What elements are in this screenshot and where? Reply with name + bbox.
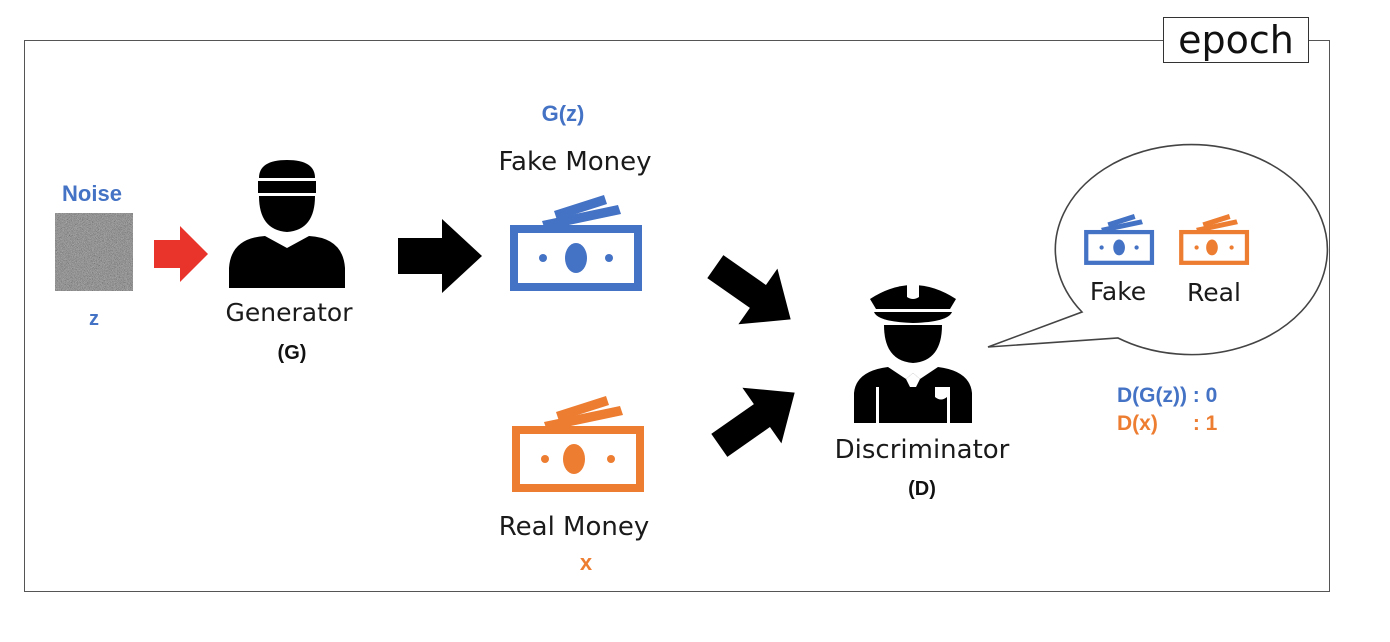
generator-icon	[229, 160, 345, 288]
generator-label: Generator	[225, 298, 353, 327]
generator-symbol: (G)	[277, 342, 307, 364]
noise-symbol: z	[89, 308, 99, 330]
discriminator-symbol: (D)	[908, 478, 936, 500]
real-money-icon	[512, 396, 644, 492]
speech-bubble	[987, 143, 1329, 356]
bubble-real-money-icon	[1179, 214, 1250, 265]
discriminator-icon	[854, 285, 972, 423]
result-real-line: D(x) : 1	[1117, 412, 1218, 435]
fake-money-icon	[510, 195, 642, 291]
diagonal-arrow-down-icon	[707, 255, 791, 325]
real-money-symbol: x	[579, 550, 593, 575]
red-arrow-icon	[154, 226, 208, 282]
epoch-frame	[24, 40, 1330, 592]
bubble-fake-label: Fake	[1089, 277, 1147, 306]
diagonal-arrow-up-icon	[711, 387, 795, 457]
real-money-label: Real Money	[498, 512, 650, 542]
right-arrow-icon	[398, 219, 482, 293]
fake-money-label: Fake Money	[498, 147, 652, 177]
discriminator-label: Discriminator	[834, 435, 1010, 465]
bubble-fake-money-icon	[1084, 214, 1155, 265]
bubble-real-label: Real	[1187, 278, 1241, 307]
noise-image	[55, 213, 133, 291]
result-fake-line: D(G(z)) : 0	[1117, 384, 1218, 407]
epoch-label: epoch	[1163, 17, 1309, 63]
fake-money-formula: G(z)	[541, 101, 585, 126]
noise-title: Noise	[62, 181, 122, 206]
